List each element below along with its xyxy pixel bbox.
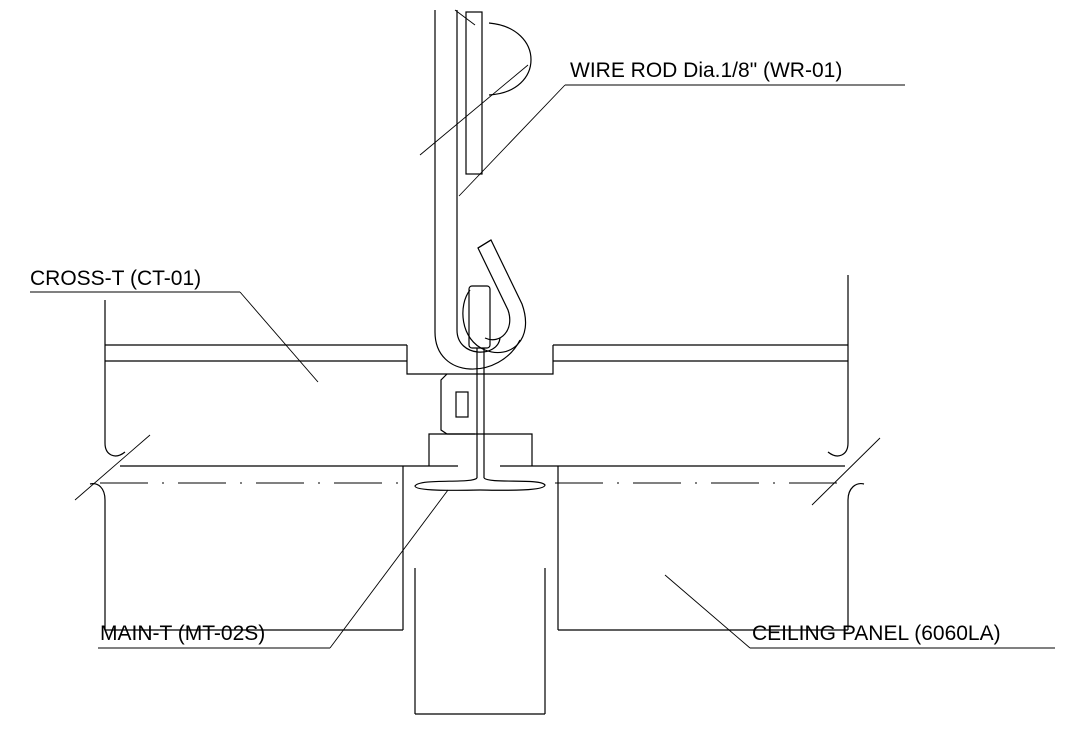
lower-opening (414, 568, 546, 715)
clip (428, 373, 533, 466)
wire-rod (419, 9, 532, 370)
ceiling-panel-label: CEILING PANEL (6060LA) (752, 622, 1001, 645)
main-t-label: MAIN-T (MT-02S) (100, 622, 266, 645)
left-panel-edge (74, 300, 151, 630)
ceiling-panels (100, 465, 848, 631)
main-t (414, 285, 546, 491)
wire-rod-label: WIRE ROD Dia.1/8" (WR-01) (570, 59, 843, 82)
cross-t (105, 344, 848, 375)
right-panel-edge (811, 275, 881, 630)
cross-t-label: CROSS-T (CT-01) (30, 267, 202, 290)
wire-hook (462, 239, 527, 354)
leader-lines (30, 84, 1055, 649)
